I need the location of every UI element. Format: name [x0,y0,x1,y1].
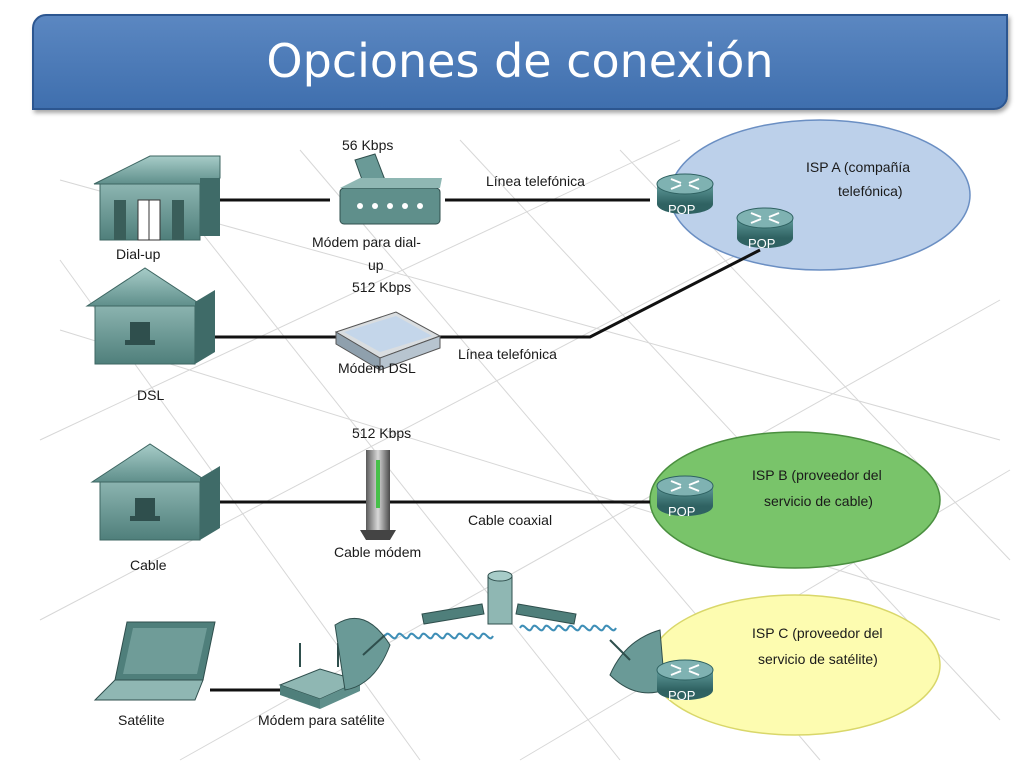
dialup-house-icon [93,155,221,241]
pop-label-c: POP [668,688,695,703]
dsl-modem-icon [334,311,442,371]
pop-label-a2: POP [748,236,775,251]
cable-link-label: Cable coaxial [468,512,552,528]
dialup-device-label-1: Módem para dial- [312,234,421,250]
dsl-device-label: Módem DSL [338,360,416,376]
isp-b-label-2: servicio de cable) [764,493,873,509]
downlink-wave [519,624,617,632]
isp-b-cloud [649,431,941,569]
dialup-link-label: Línea telefónica [486,173,585,189]
dsl-speed-label: 512 Kbps [352,279,411,295]
dsl-line-right [440,248,761,339]
pop-label-b: POP [668,504,695,519]
dialup-speed-label: 56 Kbps [342,137,393,153]
cable-modem-icon [360,450,396,540]
dialup-user-label: Dial-up [116,246,161,262]
isp-a-cloud [669,119,971,271]
pop-label-a1: POP [668,202,695,217]
isp-b-label-1: ISP B (proveedor del [752,467,882,483]
isp-a-label-2: telefónica) [838,183,903,199]
right-dish-icon [609,629,666,694]
uplink-wave [384,632,494,640]
cable-speed-label: 512 Kbps [352,425,411,441]
dsl-house-icon [86,267,216,365]
satellite-user-label: Satélite [118,712,165,728]
isp-a-label-1: ISP A (compañía [806,159,910,175]
isp-c-label-1: ISP C (proveedor del [752,625,882,641]
dsl-user-label: DSL [137,387,164,403]
laptop-icon [93,621,216,701]
cable-device-label: Cable módem [334,544,421,560]
satellite-device-label: Módem para satélite [258,712,385,728]
isp-c-label-2: servicio de satélite) [758,651,878,667]
dsl-link-label: Línea telefónica [458,346,557,362]
page-title: Opciones de conexión [266,34,774,88]
dialup-modem-icon [339,153,442,225]
cable-user-label: Cable [130,557,167,573]
cable-house-icon [91,443,221,541]
dialup-device-label-2: up [368,257,384,273]
satellite-icon [421,570,577,625]
title-banner: Opciones de conexión [32,14,1008,110]
left-dish-icon [334,617,391,691]
